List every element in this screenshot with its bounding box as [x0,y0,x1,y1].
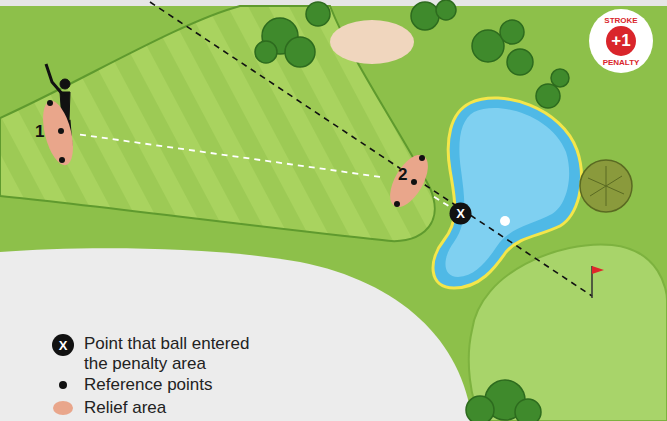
callout-number: 1 [35,122,44,142]
legend-swatch [53,401,73,415]
legend-row: Relief area [52,398,166,418]
relief-area-shape [384,150,434,212]
penalty-badge: STROKE +1PENALTY [588,8,654,74]
legend-row: X Point that ball entered the penalty are… [52,334,274,374]
legend-sample [52,374,74,396]
legend-text: Relief area [84,398,166,418]
callout-number: 2 [398,165,407,185]
relief-area: 1 [30,96,80,166]
entry-point-marker: X [449,202,472,225]
badge-text: +1 [588,31,654,51]
reference-dot [59,381,67,389]
badge-text: STROKE [588,16,654,25]
reference-line [434,197,449,206]
marker-letter: X [449,206,472,221]
legend-row: Reference points [52,374,213,396]
legend-text: Reference points [84,375,213,395]
relief-area: 2 [384,150,434,212]
legend-text: Point that ball entered the penalty area [84,334,274,374]
reference-line [80,135,384,178]
marker-letter: X [59,338,68,353]
legend-sample: X [52,334,74,356]
badge-text: PENALTY [588,58,654,67]
